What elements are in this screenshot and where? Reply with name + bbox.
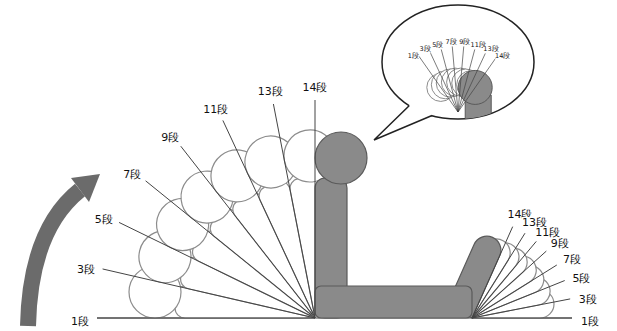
stage-label: 3段 (419, 47, 430, 54)
stage-label: 11段 (534, 227, 561, 239)
stage-label: 7段 (446, 40, 457, 47)
raise-arrow-head (71, 174, 100, 202)
leader-line (223, 120, 315, 318)
bubble-tail (374, 106, 432, 140)
leader-line (472, 281, 565, 318)
stage-label: 11段 (202, 104, 229, 116)
leader-line (458, 56, 497, 112)
stage-label: 3段 (578, 294, 598, 306)
stage-label: 3段 (76, 264, 96, 276)
leader-line (458, 50, 487, 112)
leader-line (119, 222, 315, 318)
stage-label: 7段 (562, 254, 582, 266)
zoom-bubble (382, 5, 534, 119)
head-shape (315, 132, 367, 184)
leader-line (419, 56, 458, 112)
stage-label: 1段 (580, 316, 600, 328)
leader-line (146, 181, 315, 318)
leader-line (472, 251, 546, 318)
leader-line (181, 146, 315, 318)
leader-line (273, 104, 315, 318)
leader-line (97, 318, 315, 319)
stage-label: 13段 (257, 86, 284, 98)
leader-line (472, 318, 572, 319)
leader-line (472, 299, 570, 318)
leader-line (452, 44, 458, 112)
stage-label: 14段 (302, 82, 329, 94)
stage-label: 7段 (122, 169, 142, 181)
leader-line (103, 269, 315, 318)
stage-label: 1段 (70, 316, 90, 328)
stage-label: 5段 (94, 214, 114, 226)
stage-label: 5段 (571, 273, 591, 285)
stage-label: 5段 (432, 42, 443, 49)
stage-label: 9段 (459, 40, 470, 47)
thigh-shape (315, 286, 472, 318)
bubble-tail-fill (374, 104, 433, 140)
zoom-detail (427, 68, 492, 135)
stage-label: 9段 (160, 132, 180, 144)
leader-lines (97, 44, 572, 318)
stage-label: 1段 (408, 54, 419, 61)
stage-label: 14段 (495, 54, 510, 61)
leader-line (472, 233, 525, 318)
raise-arrow (28, 190, 80, 326)
stage-label: 9段 (550, 238, 570, 250)
leader-line (315, 100, 316, 318)
leader-line (472, 241, 536, 318)
